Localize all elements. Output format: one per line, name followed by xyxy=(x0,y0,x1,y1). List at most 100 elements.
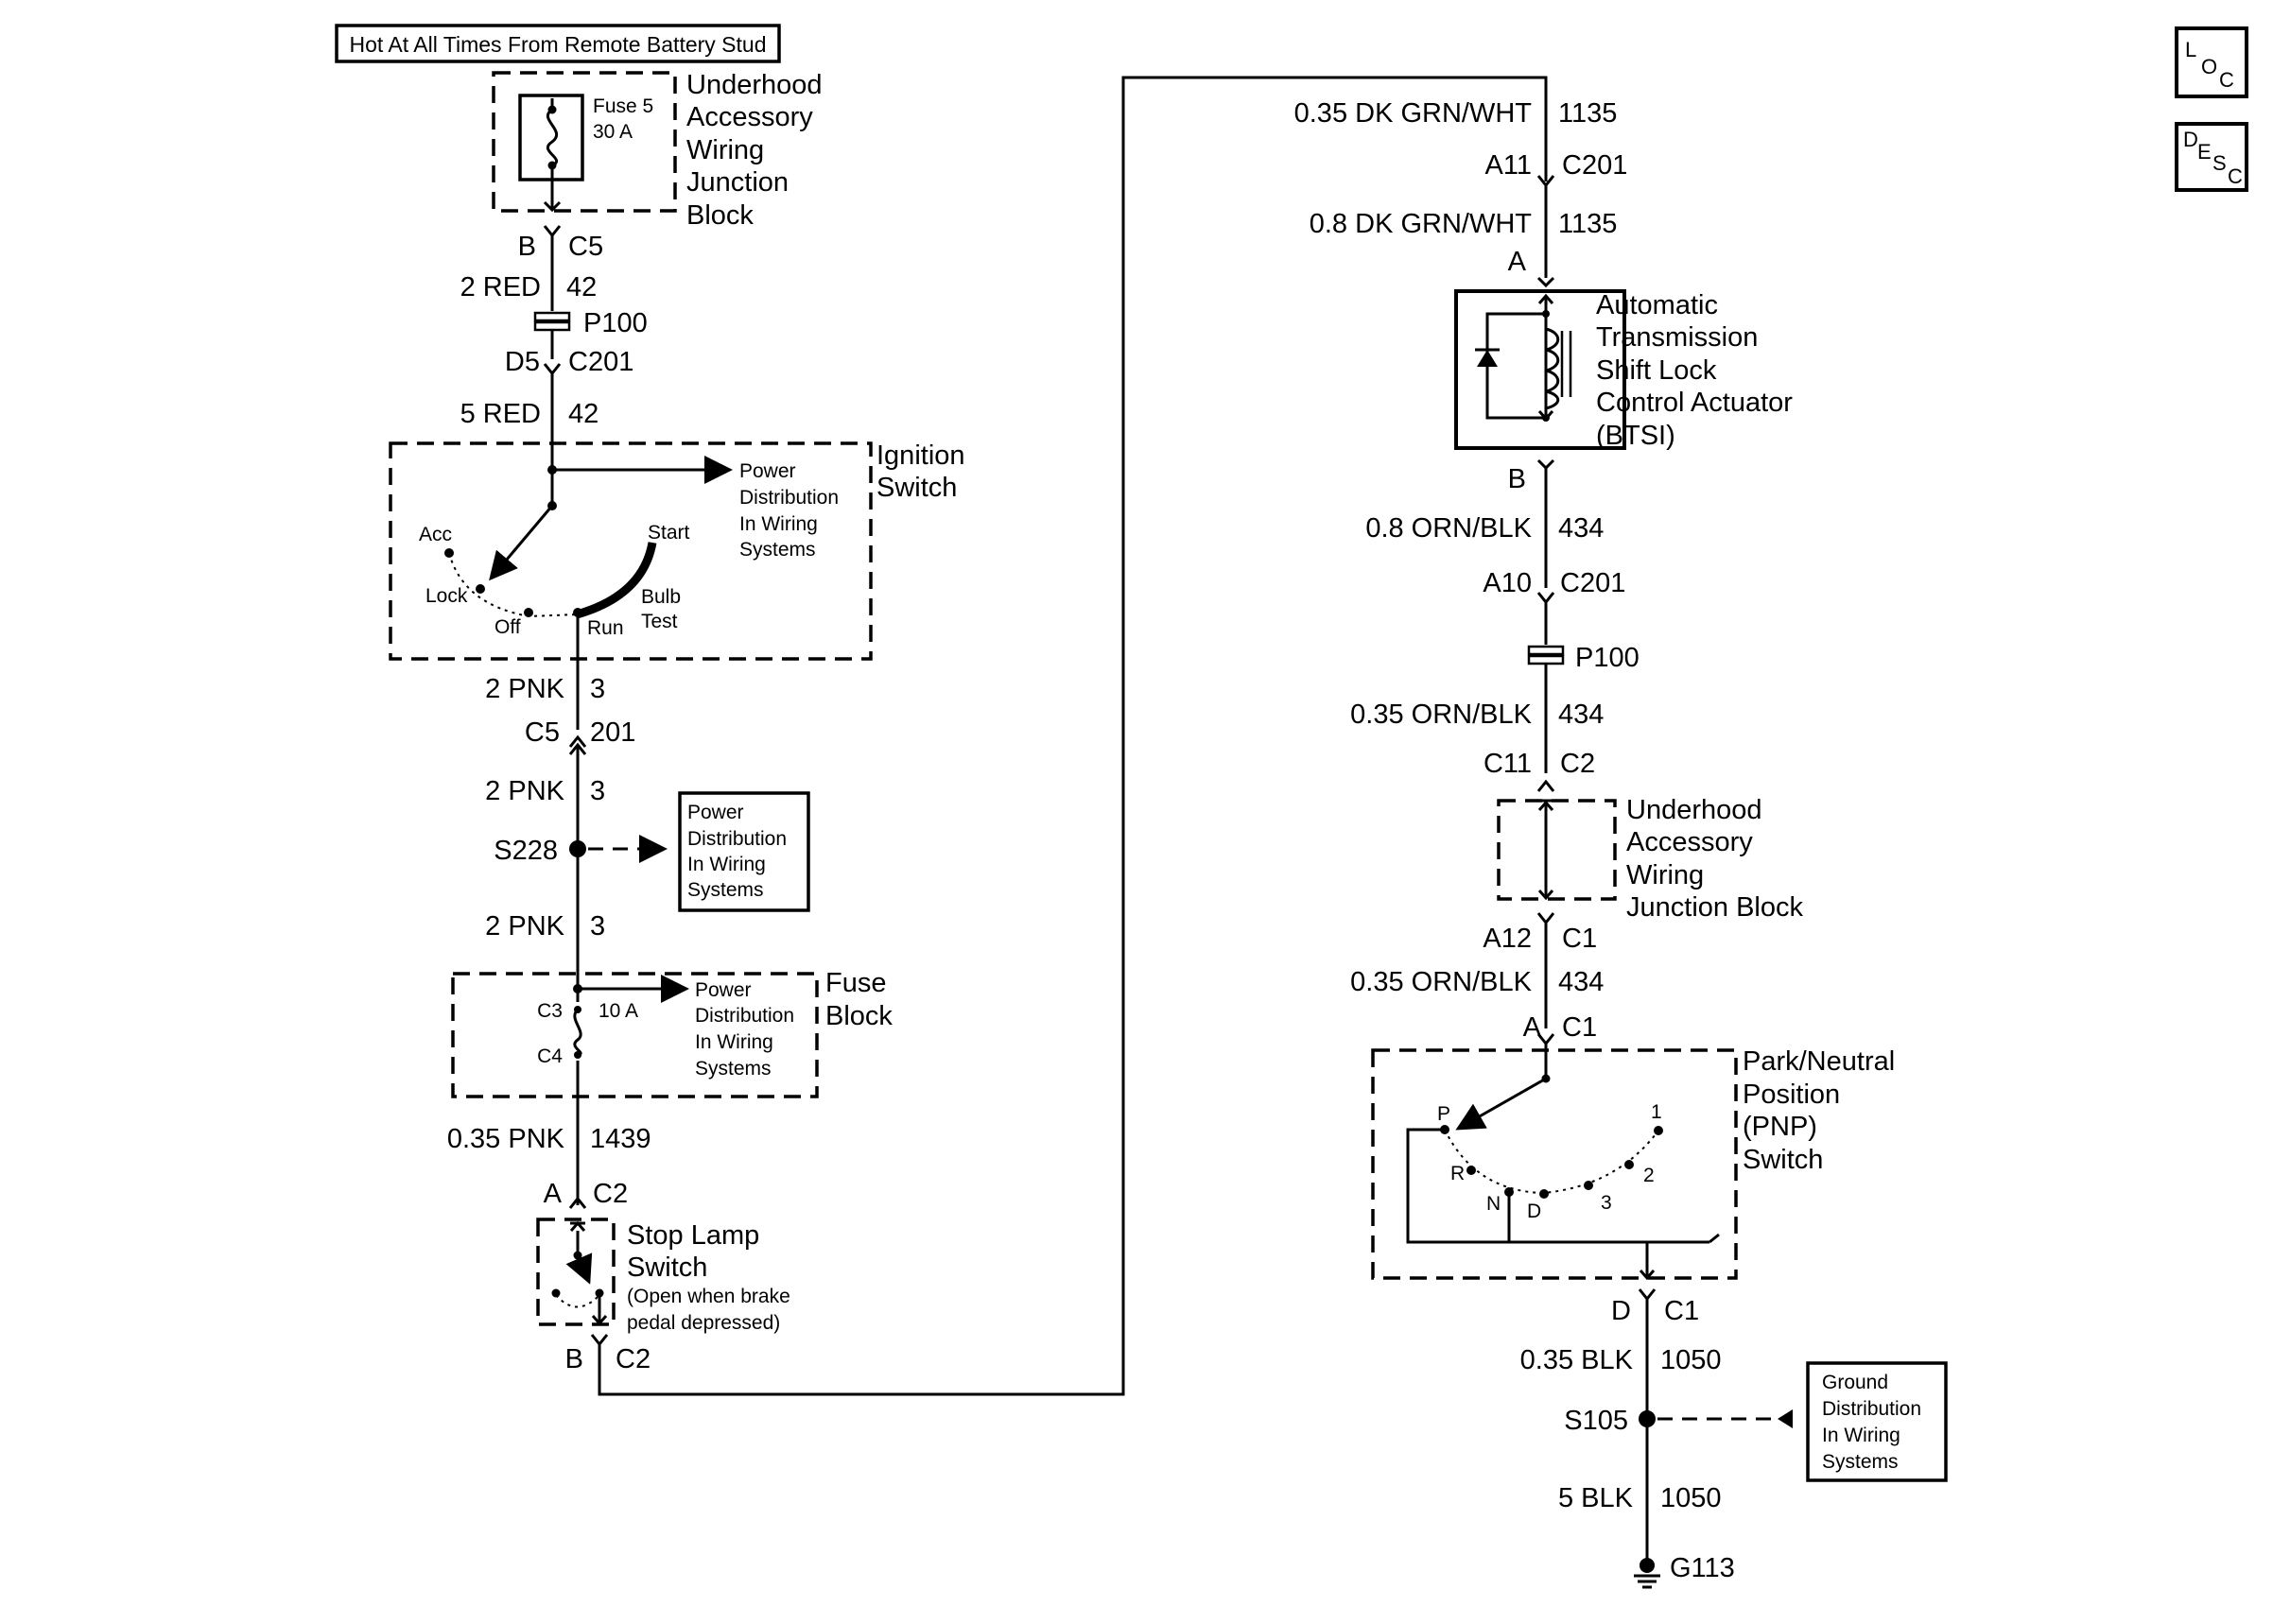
svg-text:In Wiring: In Wiring xyxy=(739,513,818,535)
connector-c2-a: C2 xyxy=(593,1179,628,1209)
svg-text:D: D xyxy=(2183,128,2198,151)
connector-a10-c201 xyxy=(1536,592,1555,605)
connector-c201-a: C201 xyxy=(568,347,633,377)
connector-c201-b: C201 xyxy=(1562,150,1627,181)
uajb-left-label: Underhood Accessory Wiring Junction Bloc… xyxy=(686,70,823,231)
wire-035pnk: 0.35 PNK xyxy=(447,1124,565,1154)
wire-orn-a: 0.8 ORN/BLK xyxy=(1365,513,1532,544)
fuse5-label: Fuse 5 xyxy=(593,95,653,117)
s228-power-box xyxy=(678,791,810,912)
circuit-3-b: 3 xyxy=(590,776,605,806)
svg-text:Systems: Systems xyxy=(739,539,816,561)
svg-text:Automatic: Automatic xyxy=(1596,290,1718,320)
uajb-right-symbol xyxy=(1536,779,1555,901)
s228-label: S228 xyxy=(494,836,558,866)
pin-a11: A11 xyxy=(1485,150,1532,181)
p100-right-symbol xyxy=(1527,645,1565,665)
svg-text:Junction Block: Junction Block xyxy=(1626,892,1803,923)
switch-label: Switch xyxy=(876,473,957,503)
uajb-left-boundary xyxy=(492,71,677,213)
svg-text:Transmission: Transmission xyxy=(1596,322,1758,353)
ign-switch-arm xyxy=(489,505,554,581)
fuse5-rating: 30 A xyxy=(593,121,633,143)
svg-text:Park/Neutral: Park/Neutral xyxy=(1743,1046,1895,1077)
svg-text:O: O xyxy=(2201,55,2217,78)
circuit-1439: 1439 xyxy=(590,1124,651,1154)
pos-lock: Lock xyxy=(425,585,468,607)
svg-text:Ground: Ground xyxy=(1822,1372,1888,1393)
svg-text:Shift Lock: Shift Lock xyxy=(1596,355,1717,386)
title-box xyxy=(335,24,781,63)
svg-text:Distribution: Distribution xyxy=(1822,1398,1921,1420)
circuit-1135-a: 1135 xyxy=(1558,98,1617,129)
pnp-label: Park/Neutral Position (PNP) Switch xyxy=(1743,1046,1895,1175)
p100-right-label: P100 xyxy=(1575,643,1640,673)
fuse-block-label: Fuse xyxy=(825,968,886,998)
svg-text:Accessory: Accessory xyxy=(686,102,813,132)
s228-power-label: Power Distribution In Wiring Systems xyxy=(687,802,787,901)
circuit-42-a: 42 xyxy=(566,272,597,302)
ground-dist-box xyxy=(1806,1361,1948,1482)
svg-text:Distribution: Distribution xyxy=(739,487,839,509)
circuit-1135-b: 1135 xyxy=(1558,209,1617,239)
pos-r: R xyxy=(1450,1163,1465,1184)
fuse5-symbol xyxy=(518,94,584,213)
stop-lamp-label: Stop Lamp Switch (Open when brake pedal … xyxy=(627,1220,790,1334)
circuit-1050-b: 1050 xyxy=(1660,1483,1722,1513)
svg-text:Wiring: Wiring xyxy=(686,135,764,165)
svg-text:E: E xyxy=(2197,140,2212,164)
pnp-switch-boundary xyxy=(1371,1048,1738,1280)
wire-orn-c: 0.35 ORN/BLK xyxy=(1350,967,1532,997)
circuit-1050-a: 1050 xyxy=(1660,1345,1722,1375)
pos-2: 2 xyxy=(1643,1165,1655,1186)
svg-text:pedal depressed): pedal depressed) xyxy=(627,1312,780,1334)
svg-text:Block: Block xyxy=(686,200,754,231)
ignition-label: Ignition xyxy=(876,441,965,471)
svg-text:In Wiring: In Wiring xyxy=(1822,1425,1900,1446)
stop-lamp-boundary xyxy=(536,1218,616,1326)
pin-a-btsi: A xyxy=(1508,247,1527,277)
desc-icon[interactable]: D E S C xyxy=(2175,122,2248,192)
connector-c201-c: C201 xyxy=(1560,568,1625,598)
svg-text:C: C xyxy=(2228,164,2243,188)
svg-text:Power: Power xyxy=(695,979,752,1001)
svg-text:L: L xyxy=(2185,38,2196,61)
wire-2red: 2 RED xyxy=(460,272,541,302)
wire-2pnk-c: 2 PNK xyxy=(485,911,564,942)
svg-text:Switch: Switch xyxy=(1743,1145,1823,1175)
pin-c11: C11 xyxy=(1484,749,1532,779)
pos-bulb: Bulb xyxy=(641,586,681,608)
wire-orn-b: 0.35 ORN/BLK xyxy=(1350,700,1532,730)
splice-s228 xyxy=(569,840,586,857)
g113-label: G113 xyxy=(1670,1553,1735,1583)
pos-acc: Acc xyxy=(419,524,452,545)
fuse-block-boundary xyxy=(451,972,819,1098)
pos-start: Start xyxy=(648,522,690,544)
svg-text:Power: Power xyxy=(739,460,796,482)
pin-a12: A12 xyxy=(1483,924,1532,954)
svg-text:S: S xyxy=(2212,151,2227,175)
wire-2pnk-a: 2 PNK xyxy=(485,674,564,704)
pin-a-c1: A xyxy=(1523,1012,1542,1043)
pos-test: Test xyxy=(641,611,678,632)
btsi-box xyxy=(1454,289,1626,450)
ground-icon xyxy=(1634,1558,1660,1589)
pin-d: D xyxy=(1611,1296,1631,1326)
wire-blk-a: 0.35 BLK xyxy=(1520,1345,1634,1375)
wire-dkgrn-a: 0.35 DK GRN/WHT xyxy=(1294,98,1533,129)
connector-c1-b: C1 xyxy=(1562,1012,1597,1043)
svg-text:(PNP): (PNP) xyxy=(1743,1112,1817,1142)
pin-a10: A10 xyxy=(1483,568,1532,598)
connector-a12-c1 xyxy=(1536,912,1555,925)
connector-c2-b: C2 xyxy=(616,1344,651,1374)
pos-n: N xyxy=(1486,1193,1501,1215)
ign-power-dist-label: Power Distribution In Wiring Systems xyxy=(739,460,839,561)
svg-text:Wiring: Wiring xyxy=(1626,860,1704,890)
uajb-right-boundary xyxy=(1497,799,1617,901)
circuit-434-b: 434 xyxy=(1558,700,1604,730)
svg-text:Systems: Systems xyxy=(1822,1451,1899,1473)
p100-left-label: P100 xyxy=(583,308,648,338)
loc-icon[interactable]: L O C xyxy=(2175,26,2248,98)
stop-lamp-switch-symbol xyxy=(551,1220,608,1326)
